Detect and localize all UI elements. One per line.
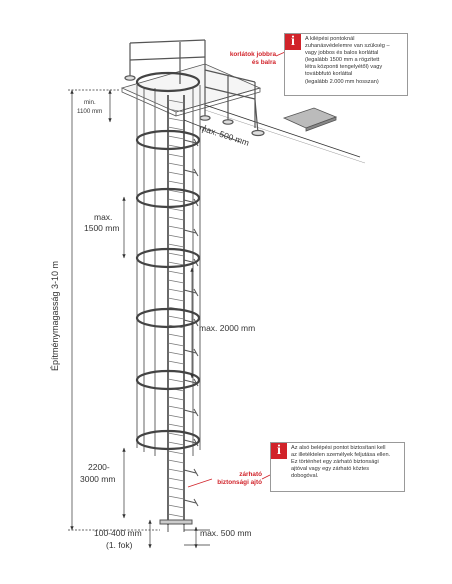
dim-label-max-500-bottom: max. 500 mm <box>200 528 252 538</box>
ladder-rungs <box>167 99 185 518</box>
info-icon: i <box>271 443 287 459</box>
cage-hoop <box>135 429 201 451</box>
wall-bracket <box>183 169 197 174</box>
roof-edge-line <box>204 104 361 158</box>
ladder-rung <box>167 378 185 383</box>
dim-label-max-1500: max. 1500 mm <box>84 212 119 233</box>
ladder-rung <box>167 117 185 122</box>
wall-bracket-plate <box>193 498 199 507</box>
ladder-rung <box>167 225 185 230</box>
ladder-rung <box>167 216 185 221</box>
ladder-rung <box>167 477 185 482</box>
ladder-rung <box>167 504 185 509</box>
ladder-rung <box>167 360 185 365</box>
ladder-rung <box>167 180 185 185</box>
ladder-rung <box>167 396 185 401</box>
ladder-rung <box>167 432 185 437</box>
ladder-rung <box>167 513 185 518</box>
dim-label-max-2000: max. 2000 mm <box>199 323 255 333</box>
ladder-rung <box>167 234 185 239</box>
wall-bracket-plate <box>193 468 199 477</box>
ladder-rung <box>167 189 185 194</box>
ladder-rung <box>167 153 185 158</box>
dim-label-min-1100: min. 1100 mm <box>77 99 102 115</box>
ladder-rung <box>167 405 185 410</box>
wall-bracket <box>183 289 197 294</box>
ladder-rung <box>167 495 185 500</box>
ladder-rung <box>167 126 185 131</box>
ladder-rung <box>167 297 185 302</box>
cage-hoop <box>135 187 201 209</box>
ladder-rung <box>167 486 185 491</box>
wall-bracket <box>183 499 197 504</box>
ladder-rung <box>167 261 185 266</box>
cage-hoop <box>135 369 201 391</box>
callout-gate: zárható biztonsági ajtó <box>217 471 262 486</box>
dim-label-height: Építménymagasság 3-10 m <box>50 261 60 371</box>
ladder-base <box>159 519 193 532</box>
wall-bracket <box>183 409 197 414</box>
wall-bracket-plate <box>193 348 199 357</box>
dim-label-2200-3000: 2200- 3000 mm <box>80 462 115 484</box>
wall-bracket-plate <box>193 288 199 297</box>
ladder-rung <box>167 414 185 419</box>
cage-hoop <box>135 247 201 269</box>
wall-bracket-plate <box>193 138 199 147</box>
wall-bracket <box>183 469 197 474</box>
ladder-rung <box>167 198 185 203</box>
wall-bracket <box>183 379 197 384</box>
ladder-rung <box>167 279 185 284</box>
info-box-top: i A kilépési pontoknál zuhanásvédelemre … <box>284 33 408 96</box>
ladder-rung <box>167 162 185 167</box>
wall-bracket-plate <box>193 438 199 447</box>
ladder-rung <box>167 441 185 446</box>
callout-top-leader <box>275 51 286 57</box>
wall-bracket-plate <box>193 168 199 177</box>
ladder-rung <box>167 252 185 257</box>
guard-railing <box>124 39 265 137</box>
wall-bracket-plate <box>193 228 199 237</box>
roof-platform <box>120 63 262 117</box>
ladder-rung <box>167 468 185 473</box>
callout-railings: korlátok jobbra és balra <box>229 51 276 66</box>
wall-bracket-plate <box>193 378 199 387</box>
cage-hoop <box>135 71 201 93</box>
cage-hoop <box>135 129 201 151</box>
ladder-rung <box>167 423 185 428</box>
gate-leader <box>187 478 213 488</box>
info-box-bottom: i Az alsó belépési pontot biztosítani ke… <box>270 442 405 492</box>
ladder-rung <box>167 171 185 176</box>
info-text-bottom: Az alsó belépési pontot biztosítani kell… <box>291 445 391 480</box>
ladder-rung <box>167 207 185 212</box>
dimension-lines <box>68 89 241 549</box>
ladder-rung <box>167 315 185 320</box>
wall-bracket <box>183 439 197 444</box>
roof-edge-line-2 <box>204 109 366 164</box>
info-icon: i <box>285 34 301 50</box>
roof-plate <box>282 107 338 132</box>
ladder-rung <box>167 99 185 104</box>
ladder-rung <box>167 288 185 293</box>
ladder-rung <box>167 450 185 455</box>
ladder-rung <box>167 459 185 464</box>
ladder-rung <box>167 135 185 140</box>
safety-cage-hoops <box>135 71 201 451</box>
wall-bracket <box>183 139 197 144</box>
ladder-rung <box>167 270 185 275</box>
wall-bracket-plate <box>193 408 199 417</box>
info-text-top: A kilépési pontoknál zuhanásvédelemre va… <box>305 36 390 85</box>
ladder-rung <box>167 243 185 248</box>
ladder-rung <box>167 351 185 356</box>
dim-label-max-500-top: max. 500 mm <box>198 122 250 147</box>
wall-bracket <box>183 349 197 354</box>
dim-label-100-400: 100-400 mm (1. fok) <box>94 528 144 550</box>
wall-bracket <box>183 229 197 234</box>
callout-bottom-leader <box>261 474 271 480</box>
ladder-rung <box>167 342 185 347</box>
ladder-rung <box>167 108 185 113</box>
ladder-rung <box>167 333 185 338</box>
cage-hoop <box>135 307 201 329</box>
